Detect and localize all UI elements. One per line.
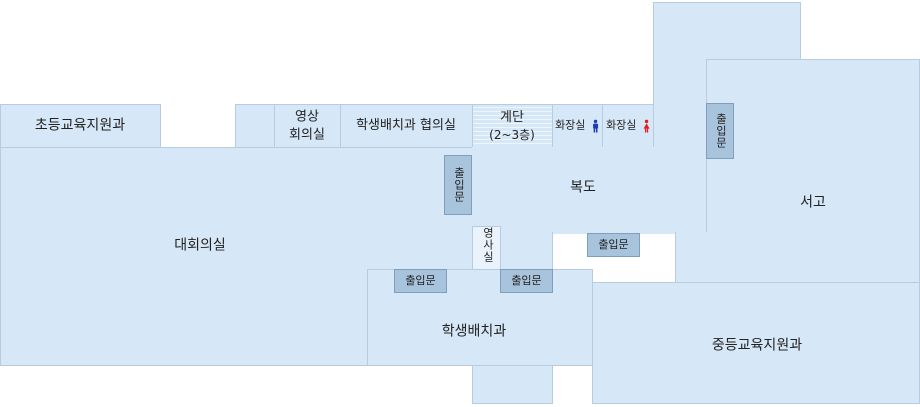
secondary-support-room [592,282,920,404]
entrance-door-secondary-label: 출입문 [598,237,629,251]
small-room-top [235,104,275,148]
female-restroom-icon [643,119,650,133]
stairs-label: 계단 (2~3층) [489,109,535,143]
male-restroom-icon [592,119,598,133]
placement-meeting-label: 학생배치과 협의실 [356,118,456,134]
entrance-door-placement-right-label: 출입문 [511,273,542,287]
entrance-door-conference[interactable]: 출입문 [444,155,472,215]
library-lower [675,232,920,283]
corridor-label: 복도 [570,179,596,196]
placement-meeting-room [340,104,473,148]
female-restroom-text: 화장실 [606,118,637,132]
projection-room [472,226,501,270]
elementary-support-label: 초등교육지원과 [34,117,126,134]
video-conference-label-line2: 회의실 [289,127,325,142]
entrance-door-secondary[interactable]: 출입문 [587,233,640,257]
corridor [472,147,707,234]
stairs-label-line2: (2~3층) [489,127,535,142]
entrance-door-conference-label: 출입문 [452,167,466,203]
stairs-label-line1: 계단 [500,110,524,126]
female-restroom-label: 화장실 [606,119,650,134]
conference-hall-label: 대회의실 [174,237,226,254]
student-placement-label: 학생배치과 [441,323,507,340]
secondary-support-label: 중등교육지원과 [711,337,803,354]
video-conference-label-line1: 영상 [295,109,319,125]
entrance-door-placement-left-label: 출입문 [405,273,436,287]
video-conference-label: 영상 회의실 [289,108,325,143]
elementary-support-room [0,104,161,148]
projection-room-label: 영사실 [480,227,495,269]
entrance-door-library[interactable]: 출입문 [706,103,734,159]
male-restroom-label: 화장실 [555,119,599,134]
entrance-door-library-label: 출입문 [714,113,728,149]
entrance-door-placement-left[interactable]: 출입문 [394,269,447,293]
projection-room-text: 영사실 [481,227,495,264]
entrance-door-placement-right[interactable]: 출입문 [500,269,553,293]
library-label: 서고 [800,194,826,211]
male-restroom-text: 화장실 [555,118,586,132]
